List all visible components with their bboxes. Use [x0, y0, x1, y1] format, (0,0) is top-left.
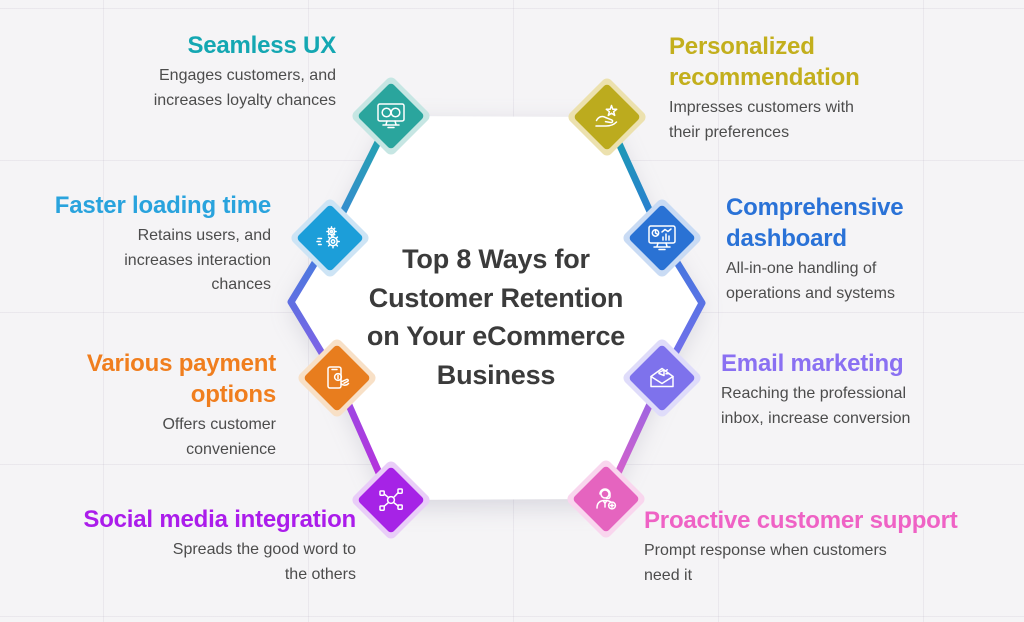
item-label-seamless-ux: Seamless UX Engages customers, and incre…	[16, 30, 337, 113]
email-megaphone-icon	[650, 367, 674, 388]
item-description: Engages customers, and increases loyalty…	[153, 67, 336, 109]
item-heading: Email marketing	[721, 350, 904, 377]
item-description: All-in-one handling of operations and sy…	[726, 260, 895, 302]
hand-star-icon	[595, 104, 618, 127]
item-description: Prompt response when customers need it	[644, 542, 887, 584]
support-agent-icon	[596, 488, 617, 510]
item-heading: Comprehensive dashboard	[726, 194, 904, 252]
item-heading: Seamless UX	[187, 32, 336, 59]
diamond-comprehensive-dashboard	[623, 199, 701, 277]
item-description: Reaching the professional inbox, increas…	[721, 385, 911, 427]
diamond-seamless-ux	[352, 77, 430, 155]
item-label-comprehensive-dashboard: Comprehensive dashboard All-in-one handl…	[726, 192, 1024, 306]
item-label-personalized-recommendation: Personalized recommendation Impresses cu…	[669, 31, 989, 145]
gears-speed-icon	[316, 226, 340, 249]
ui-ux-monitor-icon	[377, 103, 405, 129]
diamond-personalized-recommendation	[568, 78, 646, 156]
item-heading: Faster loading time	[54, 192, 271, 219]
item-description: Retains users, and increases interaction…	[124, 227, 271, 293]
dashboard-monitor-icon	[648, 225, 676, 251]
network-nodes-icon	[379, 488, 403, 511]
item-heading: Social media integration	[83, 506, 356, 533]
center-hexagon-shape	[291, 116, 702, 500]
diamond-various-payment-options	[298, 339, 376, 417]
page-title: Top 8 Ways for Customer Retention on You…	[366, 244, 626, 390]
item-description: Offers customer convenience	[162, 416, 276, 458]
item-label-email-marketing: Email marketing Reaching the professiona…	[721, 348, 1024, 431]
diamond-email-marketing	[623, 339, 701, 417]
item-description: Spreads the good word to the others	[172, 541, 356, 583]
item-description: Impresses customers with their preferenc…	[669, 99, 854, 141]
item-heading: Proactive customer support	[644, 507, 958, 534]
item-label-proactive-customer-support: Proactive customer support Prompt respon…	[644, 505, 964, 588]
item-label-various-payment-options: Various payment options Offers customer …	[0, 348, 276, 462]
diamond-faster-loading-time	[291, 199, 369, 277]
mobile-payment-icon	[327, 366, 350, 389]
diamond-social-media-integration	[352, 461, 430, 539]
item-heading: Various payment options	[86, 350, 276, 408]
diamond-proactive-customer-support	[567, 460, 645, 538]
item-heading: Personalized recommendation	[669, 33, 860, 91]
item-label-social-media-integration: Social media integration Spreads the goo…	[36, 504, 356, 587]
item-label-faster-loading-time: Faster loading time Retains users, and i…	[0, 190, 271, 298]
